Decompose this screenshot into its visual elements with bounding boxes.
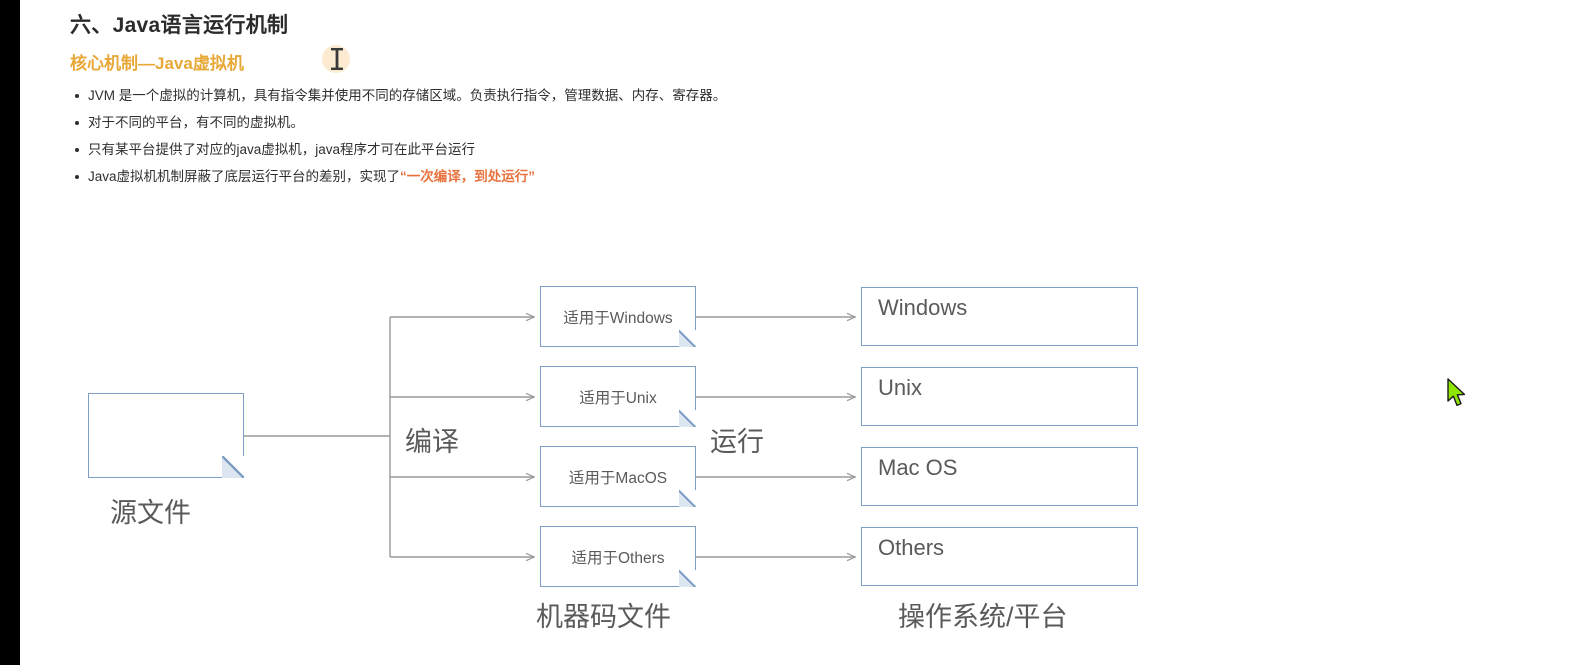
page-fold-corner-icon	[678, 409, 697, 428]
page-fold-corner-icon	[678, 489, 697, 508]
bullet-list: JVM 是一个虚拟的计算机，具有指令集并使用不同的存储区域。负责执行指令，管理数…	[70, 82, 726, 190]
page-fold-corner-icon	[678, 569, 697, 588]
node-machinecode-unix-label: 适用于Unix	[579, 389, 657, 407]
list-item-text: Java虚拟机机制屏蔽了底层运行平台的差别，实现了	[88, 169, 401, 184]
list-item: JVM 是一个虚拟的计算机，具有指令集并使用不同的存储区域。负责执行指令，管理数…	[74, 82, 727, 109]
node-machinecode-windows[interactable]: 适用于Windows	[540, 286, 697, 348]
node-source-file[interactable]	[88, 393, 245, 479]
page-fold-corner-icon	[678, 329, 697, 348]
node-machinecode-others-label: 适用于Others	[571, 549, 665, 567]
list-item-text: JVM 是一个虚拟的计算机，具有指令集并使用不同的存储区域。负责执行指令，管理数…	[88, 88, 727, 103]
node-machinecode-others[interactable]: 适用于Others	[540, 526, 697, 588]
list-item-text: 只有某平台提供了对应的java虚拟机，java程序才可在此平台运行	[88, 142, 476, 157]
node-machinecode-windows-label: 适用于Windows	[563, 309, 673, 327]
text-caret-icon	[331, 48, 343, 70]
node-os-windows-label: Windows	[878, 295, 968, 320]
page-fold-corner-icon	[221, 455, 245, 479]
node-os-macos[interactable]: Mac OS	[861, 447, 1138, 506]
list-item-text: 对于不同的平台，有不同的虚拟机。	[88, 115, 304, 130]
edge-label-run: 运行	[710, 427, 764, 457]
mouse-pointer-icon	[1447, 378, 1466, 407]
section-subtitle: 核心机制—Java虚拟机	[70, 54, 244, 73]
node-os-macos-label: Mac OS	[878, 455, 958, 480]
node-machinecode-unix[interactable]: 适用于Unix	[540, 366, 697, 428]
node-os-others[interactable]: Others	[861, 527, 1138, 586]
node-machinecode-macos-label: 适用于MacOS	[568, 469, 668, 487]
node-os-windows[interactable]: Windows	[861, 287, 1138, 346]
page-title: 六、Java语言运行机制	[70, 14, 289, 37]
list-item-highlight: “一次编译，到处运行”	[400, 169, 536, 184]
caption-source-file: 源文件	[110, 498, 191, 528]
node-os-unix[interactable]: Unix	[861, 367, 1138, 426]
list-item: 只有某平台提供了对应的java虚拟机，java程序才可在此平台运行	[74, 136, 726, 163]
caption-operating-systems: 操作系统/平台	[898, 602, 1068, 632]
edge-label-compile: 编译	[405, 427, 459, 457]
caption-machinecode-files: 机器码文件	[536, 602, 671, 632]
node-os-others-label: Others	[878, 535, 945, 560]
left-gutter-bar	[0, 0, 20, 665]
list-item: 对于不同的平台，有不同的虚拟机。	[74, 109, 726, 136]
node-machinecode-macos[interactable]: 适用于MacOS	[540, 446, 697, 508]
node-os-unix-label: Unix	[878, 375, 923, 400]
list-item: Java虚拟机机制屏蔽了底层运行平台的差别，实现了“一次编译，到处运行”	[74, 163, 726, 190]
